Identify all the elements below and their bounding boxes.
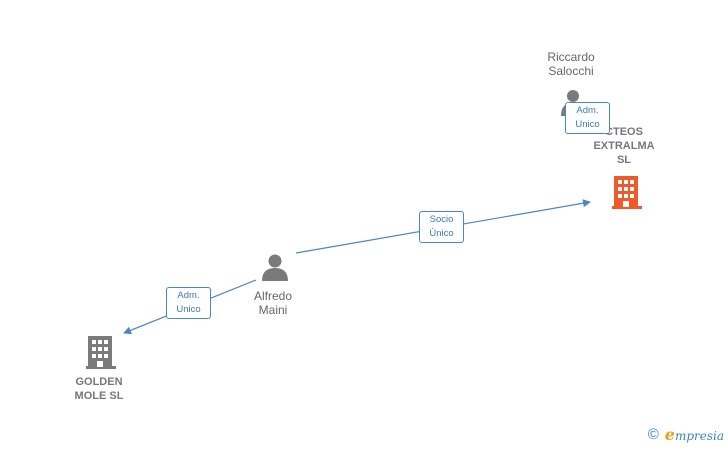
footer-brand[interactable]: © empresia [648,425,724,444]
node-label-alfredo[interactable]: Alfredo Maini [253,289,293,317]
brand-logo: empresia [664,425,724,444]
node-label-riccardo[interactable]: Riccardo Salocchi [547,50,595,78]
person-icon[interactable] [262,254,288,282]
relation-label-adm-unico[interactable]: Adm. Unico [166,287,211,319]
node-label-golden[interactable]: GOLDEN MOLE SL [74,376,124,402]
relation-label-socio-unico[interactable]: Socio Único [419,211,464,243]
building-icon[interactable] [612,176,642,209]
building-icon[interactable] [86,336,116,369]
copyright-icon: © [647,426,659,443]
relation-label-adm-unico[interactable]: Adm. Unico [565,102,610,134]
node-label-cteos[interactable]: CTEOS EXTRALMA SL [593,126,655,166]
